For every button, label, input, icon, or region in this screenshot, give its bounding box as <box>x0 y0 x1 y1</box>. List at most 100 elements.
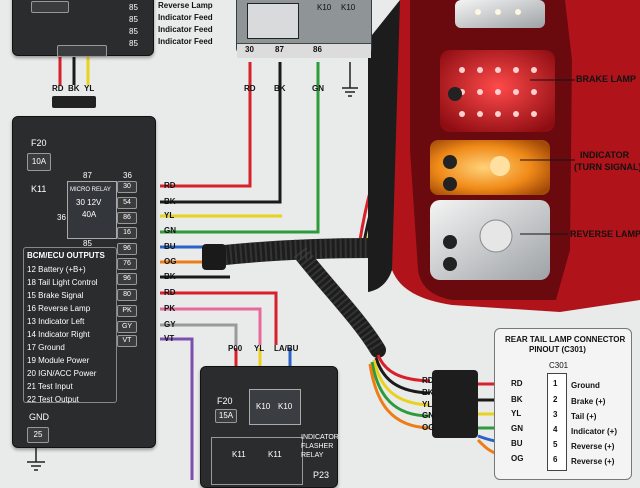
indicator-segment <box>430 140 550 195</box>
pinout-wire-5: BU <box>511 439 523 448</box>
turn-signal-label: (TURN SIGNAL) <box>574 162 640 172</box>
socket-brake <box>448 87 462 101</box>
indicator-label: INDICATOR <box>580 150 630 160</box>
top-wire-bk: BK <box>68 84 80 93</box>
relay-window <box>247 3 299 39</box>
top-wire-yl: YL <box>84 84 95 93</box>
wire-c301-yl <box>372 359 431 407</box>
module-plug <box>57 45 107 57</box>
relay-pin-87: 87 <box>275 45 284 54</box>
c301-left-og: OG <box>422 423 435 432</box>
wire-c301-gn <box>370 361 431 418</box>
wire-c301-og <box>368 363 431 430</box>
gnd-pin: 25 <box>27 427 49 443</box>
micro-pin-36a: 36 <box>123 171 132 180</box>
pinout-pin-5: 5 <box>553 440 558 449</box>
top-relay: K10 K10 30 87 86 <box>236 0 372 58</box>
pinout-pin-2: 2 <box>553 395 558 404</box>
bcm-wire-gn: GN <box>164 226 176 235</box>
relay-k10-a: K10 <box>317 3 332 12</box>
brake-lamp-label: BRAKE LAMP <box>576 74 636 84</box>
bcm-pin-4: 16 <box>117 227 137 239</box>
c301-plug <box>432 370 478 438</box>
micro-relay-line-1: MICRO RELAY <box>70 187 111 193</box>
bcm-output-9: 20 IGN/ACC Power <box>27 369 97 378</box>
flasher-k11-a: K11 <box>232 450 246 459</box>
pinout-connector-id: C301 <box>549 361 569 370</box>
module-connector <box>31 1 69 13</box>
pinout-title-2: PINOUT (C301) <box>529 345 586 354</box>
micro-pin-85: 85 <box>83 239 92 248</box>
socket-indicator-1 <box>443 155 457 169</box>
pinout-pin-4: 4 <box>553 425 558 434</box>
wire-relay-rd <box>160 62 252 188</box>
flasher-fuse: 15A <box>215 409 237 423</box>
bcm-output-10: 21 Test Input <box>27 382 73 391</box>
bcm-wire-yl: YL <box>164 211 175 220</box>
bcm-output-7: 17 Ground <box>27 343 65 352</box>
pinout-wire-3: YL <box>511 409 522 418</box>
indicator-bulb <box>490 156 510 176</box>
pinout-wire-1: RD <box>511 379 523 388</box>
bcm-pin-7: 96 <box>117 273 137 285</box>
relay-wire-rd: RD <box>244 84 256 93</box>
bcm-ecu-module: F20 10A K11 87 36 MICRO RELAY 30 12V 40A… <box>12 116 156 448</box>
relay-pinbar <box>237 43 371 58</box>
wire-gy-bcm <box>160 323 238 345</box>
bcm-output-5: 13 Indicator Left <box>27 317 85 326</box>
bcm-pin-5: 96 <box>117 243 137 255</box>
bcm-wire-bu: BU <box>164 242 176 251</box>
wire-rd2-bcm <box>160 291 278 345</box>
c301-left-bk: BK <box>422 388 434 397</box>
c301-left-rd: RD <box>422 376 434 385</box>
pinout-name-2: Brake (+) <box>571 397 606 406</box>
indicator-flasher-relay: F20 15A K10 K10 K11 K11 INDICATOR FLASHE… <box>200 366 339 488</box>
pinout-pin-1: 1 <box>553 379 558 388</box>
pinout-name-4: Indicator (+) <box>571 427 618 436</box>
bcm-pin-3: 86 <box>117 212 137 224</box>
c301-left-gn: GN <box>422 411 434 420</box>
pin-85-4: 85 <box>129 39 138 48</box>
micro-pin-36b: 36 <box>57 213 66 222</box>
bcm-wire-vt: VT <box>164 334 175 343</box>
bcm-pin-8: 80 <box>117 289 137 301</box>
micro-relay-line-3: 40A <box>82 210 97 219</box>
relay-k11: K11 <box>31 184 47 194</box>
wire-relay-bk <box>160 62 282 204</box>
top-leds <box>475 9 521 15</box>
flasher-p23: P23 <box>313 470 330 480</box>
flasher-pin-yl: YL <box>254 344 265 353</box>
feed-reverse: Reverse Lamp <box>158 1 213 10</box>
ground-symbol-bcm <box>27 461 45 471</box>
relay-pin-86: 86 <box>313 45 322 54</box>
pinout-pin-6: 6 <box>553 455 558 464</box>
feed-indicator-3: Indicator Feed <box>158 37 213 46</box>
wire-c301-rd <box>376 354 431 383</box>
fuse-f20-value: 10A <box>31 157 47 166</box>
bcm-pin-9: PK <box>117 305 137 317</box>
flasher-pin-p00: P00 <box>228 344 243 353</box>
micro-pin-87: 87 <box>83 171 92 180</box>
reverse-lamp-label: REVERSE LAMP <box>570 229 640 239</box>
bcm-output-2: 18 Tail Light Control <box>27 278 98 287</box>
bcm-wire-bk2: BK <box>164 272 176 281</box>
bcm-wire-rd2: RD <box>164 288 176 297</box>
brake-leds <box>459 67 537 117</box>
wire-vt-bcm <box>160 337 194 480</box>
bcm-wire-gy: GY <box>164 320 176 329</box>
bcm-output-4: 16 Reverse Lamp <box>27 304 91 313</box>
socket-reverse-2 <box>443 257 457 271</box>
flasher-bottom-block: K11 K11 <box>211 437 303 485</box>
pin-85-3: 85 <box>129 27 138 36</box>
bcm-pin-11: VT <box>117 335 137 347</box>
bcm-output-11: 22 Test Output <box>27 395 79 404</box>
bcm-output-8: 19 Module Power <box>27 356 90 365</box>
lamp-dark-body <box>368 0 400 292</box>
harness-branch-texture <box>293 247 385 355</box>
bcm-outputs-title: BCM/ECU OUTPUTS <box>27 251 105 260</box>
pinout-connector-strip <box>547 373 567 471</box>
flasher-k10-b: K10 <box>278 402 293 411</box>
bcm-pin-10: GY <box>117 321 137 333</box>
